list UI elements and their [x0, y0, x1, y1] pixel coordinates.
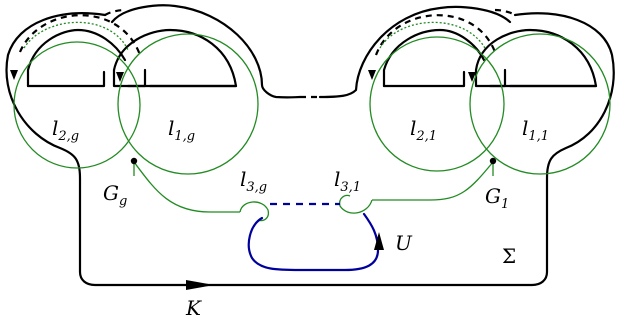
curve-l2g: [10, 21, 141, 169]
unknot-U: [247, 202, 384, 272]
node-G1: [489, 157, 497, 165]
arrow-icon: [186, 280, 214, 290]
surface-boundary: [5, 4, 615, 287]
label-G1: G1: [485, 184, 509, 212]
label-K: K: [185, 296, 202, 320]
label-Gg: Gg: [103, 181, 127, 209]
curve-l21: [368, 21, 505, 172]
label-U: U: [395, 231, 413, 255]
label-Sigma: Σ: [502, 244, 516, 268]
label-l3g: l3,g: [240, 167, 267, 195]
arrow-icon: [468, 72, 476, 82]
label-l31: l3,1: [334, 167, 361, 195]
green-arcs: [133, 161, 494, 222]
label-l1g: l1,g: [168, 116, 195, 144]
arrow-icon: [10, 70, 18, 80]
arrow-icon: [374, 232, 384, 250]
node-Gg: [130, 157, 138, 165]
handle-g: [26, 28, 238, 88]
label-l21: l2,1: [410, 116, 437, 144]
label-l2g: l2,g: [52, 116, 79, 144]
arrow-icon: [368, 70, 376, 80]
curve-l11: [468, 33, 611, 175]
arrow-icon: [116, 72, 124, 82]
curve-l1g: [116, 33, 259, 175]
label-l11: l1,1: [522, 116, 549, 144]
